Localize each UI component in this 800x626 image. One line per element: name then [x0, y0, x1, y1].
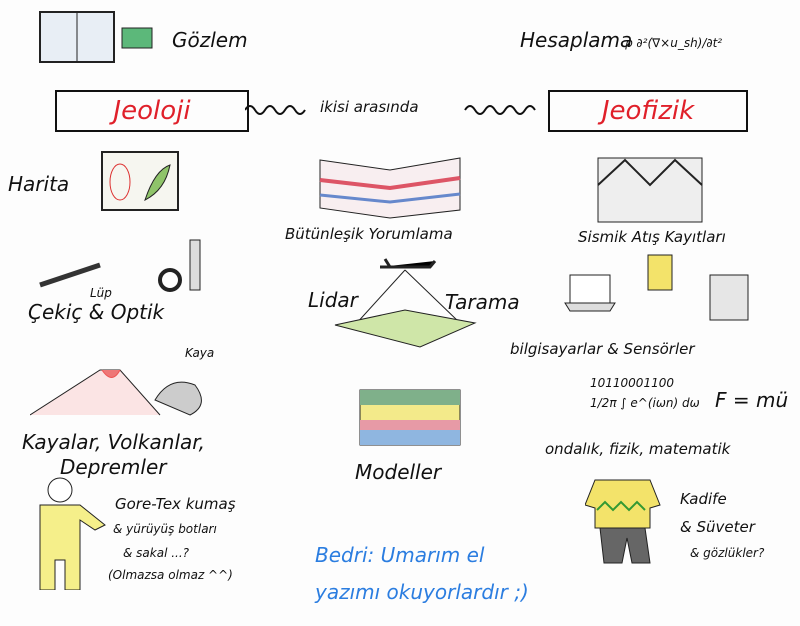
harita-label: Harita	[8, 172, 70, 196]
lidar-label: Lidar	[308, 288, 358, 312]
ikisi-arasinda-label: ikisi arasında	[320, 98, 419, 116]
modeller-label: Modeller	[355, 460, 442, 484]
bilgisayarlar-label: bilgisayarlar & Sensörler	[510, 340, 695, 358]
volcano-rock-icon	[30, 369, 202, 416]
map-icon	[101, 151, 179, 211]
sweater-figure	[585, 479, 661, 564]
jeofizik-box: Jeofizik	[548, 90, 748, 132]
depremler-label: Depremler	[60, 455, 167, 479]
jeoloji-title: Jeoloji	[113, 96, 191, 126]
hammer-lens-microscope-icon	[39, 239, 201, 292]
lup-label: Lüp	[90, 286, 112, 300]
kadife-label: Kadife	[680, 490, 727, 508]
hesaplama-label: Hesaplama	[520, 28, 633, 52]
cross-section-icon	[319, 157, 461, 219]
top-formula: ρ ∂²(∇×u_sh)/∂t²	[625, 36, 723, 50]
ondalik-label: ondalık, fizik, matematik	[545, 440, 731, 458]
footer-note-line1: Bedri: Umarım el	[315, 543, 485, 567]
yuruyus-label: & yürüyüş botları	[113, 522, 217, 536]
gozlem-label: Gözlem	[172, 28, 248, 52]
sakal-label: & sakal ...?	[123, 546, 190, 560]
suveter-label: & Süveter	[680, 518, 755, 536]
kayalar-label: Kayalar, Volkanlar,	[22, 430, 206, 454]
olmazsa-label: (Olmazsa olmaz ^^)	[108, 568, 233, 582]
sismik-label: Sismik Atış Kayıtları	[578, 228, 726, 246]
jeoloji-box: Jeoloji	[55, 90, 249, 132]
jeofizik-title: Jeofizik	[601, 96, 695, 126]
seismic-records-icon	[597, 157, 703, 223]
kaya-label: Kaya	[185, 346, 215, 360]
laptop-sensors-icon	[564, 254, 749, 321]
lidar-plane-icon	[334, 258, 477, 348]
3d-model-icon	[359, 389, 461, 446]
goretex-label: Gore-Tex kumaş	[115, 495, 236, 513]
gozlukler-label: & gözlükler?	[690, 546, 765, 560]
newton-formula: F = mü	[715, 388, 789, 412]
notebook-icon	[39, 11, 153, 63]
integral-formula: 1/2π ∫ e^(iωn) dω	[590, 396, 700, 410]
butunlesik-label: Bütünleşik Yorumlama	[285, 225, 453, 243]
geologist-figure	[39, 477, 106, 590]
tarama-label: Tarama	[445, 290, 520, 314]
cekic-optik-label: Çekiç & Optik	[28, 300, 165, 324]
connector-squiggle	[245, 105, 536, 115]
binary-text: 10110001100	[590, 376, 674, 390]
footer-note-line2: yazımı okuyorlardır ;)	[315, 580, 529, 604]
